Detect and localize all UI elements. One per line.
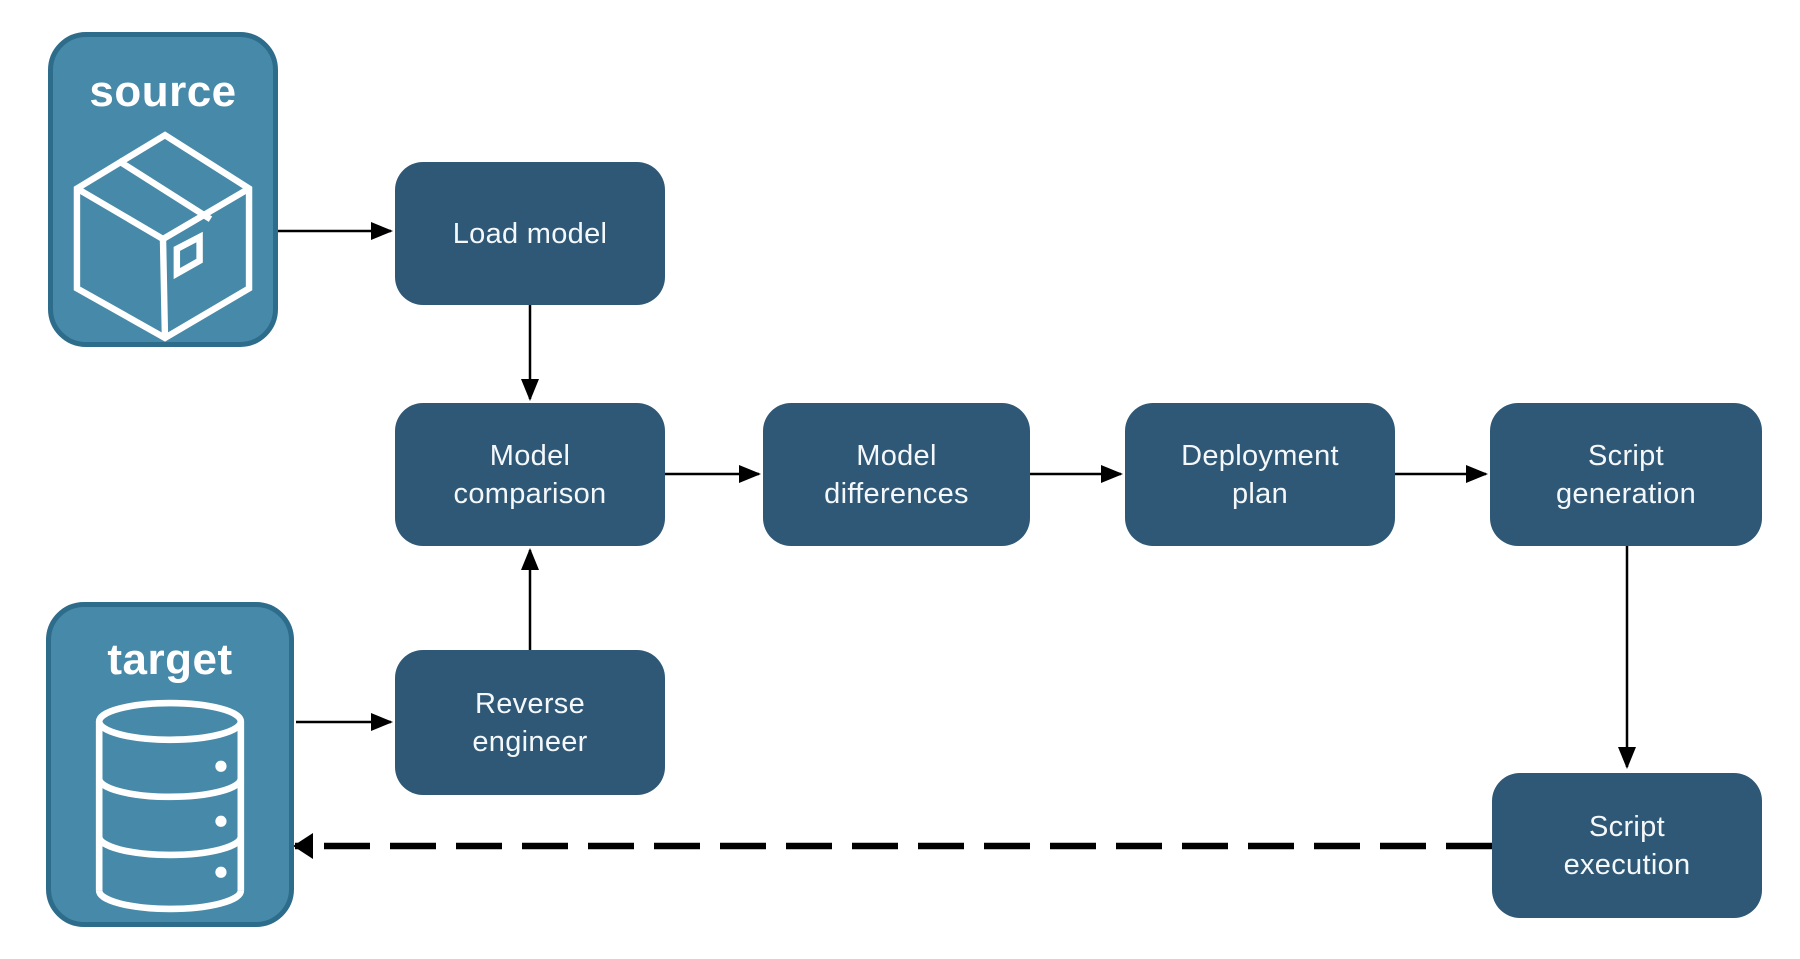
node-source: source	[48, 32, 278, 347]
node-label: Model differences	[824, 439, 969, 510]
database-icon	[95, 699, 245, 913]
source-label: source	[89, 67, 237, 116]
node-label: Script generation	[1555, 439, 1697, 510]
node-load-model: Load model	[395, 162, 665, 305]
node-target: target	[46, 602, 294, 927]
node-script-execution: Script execution	[1492, 773, 1762, 918]
node-label: Model comparison	[453, 439, 607, 510]
node-model-comparison: Model comparison	[395, 403, 665, 546]
node-script-generation: Script generation	[1490, 403, 1762, 546]
node-model-differences: Model differences	[763, 403, 1030, 546]
node-label: Deployment plan	[1181, 439, 1339, 510]
package-icon	[73, 131, 253, 342]
node-label: Script execution	[1563, 810, 1691, 881]
node-label: Load model	[452, 217, 608, 250]
node-label: Reverse engineer	[472, 687, 588, 758]
node-deployment-plan: Deployment plan	[1125, 403, 1395, 546]
target-label: target	[107, 635, 233, 684]
node-reverse-engineer: Reverse engineer	[395, 650, 665, 795]
